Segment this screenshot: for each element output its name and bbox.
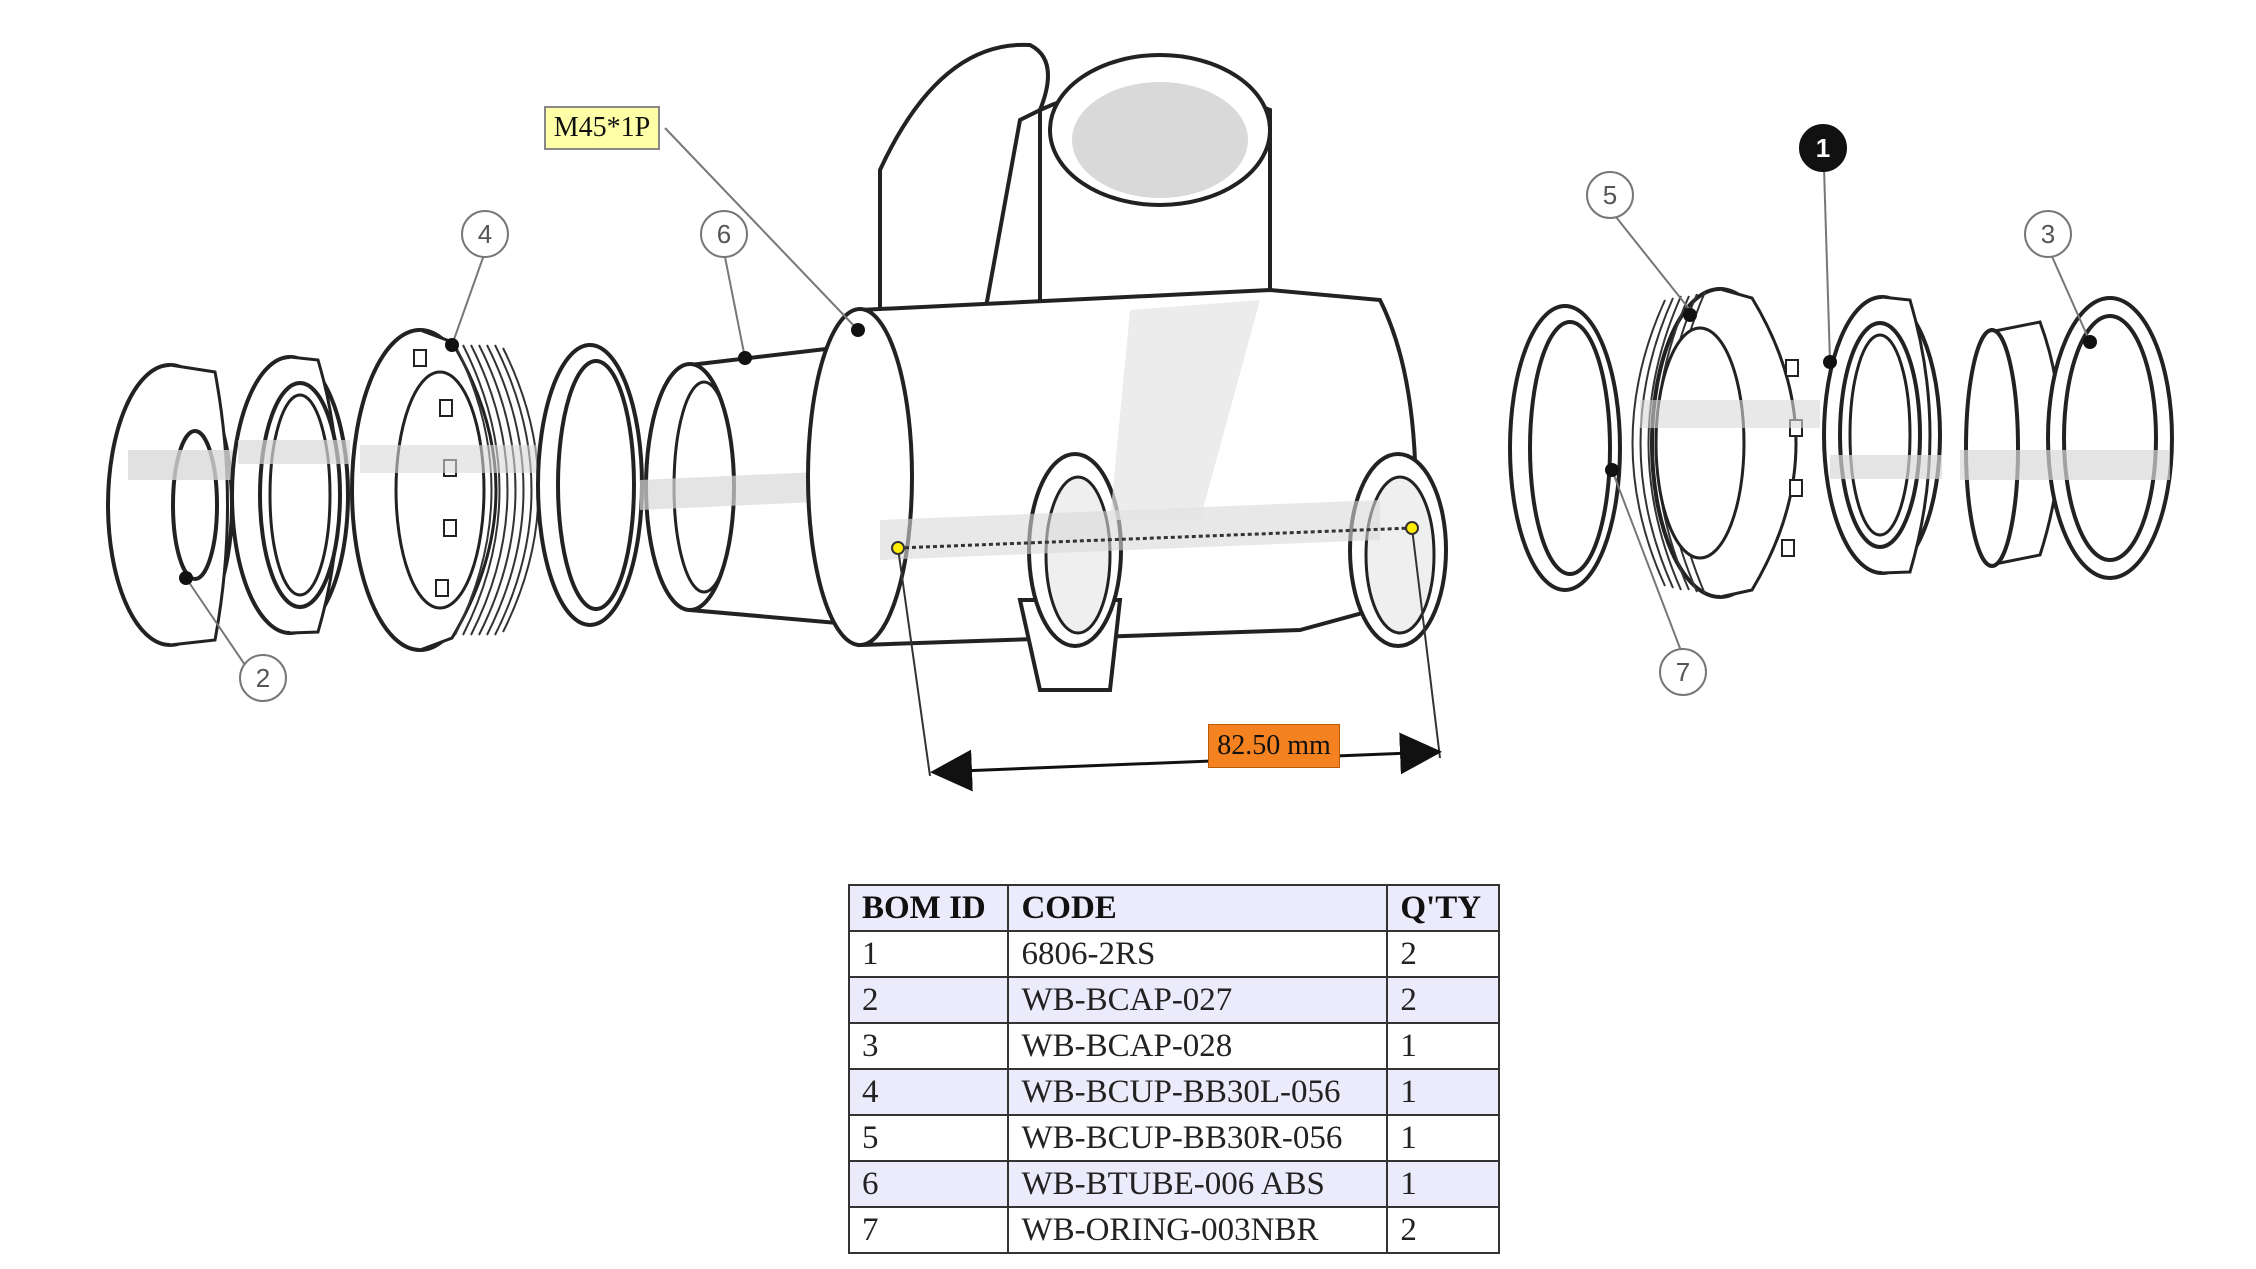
svg-text:7: 7 [1676, 657, 1690, 687]
bom-code-cell: WB-BCUP-BB30R-056 [1007, 1114, 1389, 1162]
svg-text:2: 2 [256, 663, 270, 693]
bom-id-cell: 4 [847, 1068, 1010, 1116]
threaded-cup-right [1631, 287, 1820, 599]
bom-code-cell: WB-BCAP-028 [1007, 1022, 1389, 1070]
o-ring-right [1508, 304, 1622, 592]
table-row: 1 6806-2RS 2 [847, 930, 1500, 978]
svg-text:6: 6 [717, 219, 731, 249]
callout-3: 3 [2024, 210, 2072, 258]
bom-table: BOM ID CODE Q'TY 1 6806-2RS 2 2 WB-BCAP-… [847, 884, 1500, 1254]
bom-header-id: BOM ID [847, 884, 1010, 932]
bearing-left [230, 355, 350, 635]
bom-qty-cell: 1 [1386, 1022, 1500, 1070]
bom-qty-cell: 2 [1386, 930, 1500, 978]
bom-code-cell: WB-BCAP-027 [1007, 976, 1389, 1024]
bom-id-cell: 6 [847, 1160, 1010, 1208]
leader-lines [185, 127, 2091, 691]
callout-4: 4 [461, 210, 509, 258]
dimension-label: 82.50 mm [1208, 724, 1340, 768]
bom-id-cell: 7 [847, 1206, 1010, 1254]
bom-id-cell: 5 [847, 1114, 1010, 1162]
svg-text:3: 3 [2041, 219, 2055, 249]
callout-6: 6 [700, 210, 748, 258]
bearing-cap-left [106, 363, 238, 647]
bom-qty-cell: 1 [1386, 1068, 1500, 1116]
bom-header-qty: Q'TY [1386, 884, 1500, 932]
table-row: 2 WB-BCAP-027 2 [847, 976, 1500, 1024]
frame-shell [806, 42, 1448, 692]
bom-qty-cell: 2 [1386, 976, 1500, 1024]
bearing-right [1822, 295, 1942, 575]
bom-qty-cell: 1 [1386, 1114, 1500, 1162]
bom-id-cell: 3 [847, 1022, 1010, 1070]
bom-code-cell: WB-BCUP-BB30L-056 [1007, 1068, 1389, 1116]
table-row: 6 WB-BTUBE-006 ABS 1 [847, 1160, 1500, 1208]
dimension-82-50 [891, 521, 1442, 792]
callout-7: 7 [1659, 648, 1707, 696]
callout-1-highlighted: 1 [1799, 124, 1847, 172]
bearing-cap-right [1960, 296, 2174, 580]
callout-5: 5 [1586, 171, 1634, 219]
callout-2: 2 [239, 654, 287, 702]
bom-code-cell: WB-ORING-003NBR [1007, 1206, 1389, 1254]
table-row: 3 WB-BCAP-028 1 [847, 1022, 1500, 1070]
table-row: 4 WB-BCUP-BB30L-056 1 [847, 1068, 1500, 1116]
bom-id-cell: 1 [847, 930, 1010, 978]
svg-text:1: 1 [1816, 133, 1830, 163]
threaded-cup-left [350, 328, 540, 652]
svg-text:4: 4 [478, 219, 492, 249]
bom-header-row: BOM ID CODE Q'TY [847, 884, 1500, 932]
svg-text:5: 5 [1603, 180, 1617, 210]
table-row: 7 WB-ORING-003NBR 2 [847, 1206, 1500, 1254]
bom-header-code: CODE [1007, 884, 1389, 932]
bom-qty-cell: 2 [1386, 1206, 1500, 1254]
bom-qty-cell: 1 [1386, 1160, 1500, 1208]
bom-code-cell: WB-BTUBE-006 ABS [1007, 1160, 1389, 1208]
bom-code-cell: 6806-2RS [1007, 930, 1389, 978]
thread-spec-label: M45*1P [544, 106, 660, 150]
leader-dots [179, 308, 2097, 585]
o-ring-left [536, 343, 644, 627]
table-row: 5 WB-BCUP-BB30R-056 1 [847, 1114, 1500, 1162]
bom-id-cell: 2 [847, 976, 1010, 1024]
